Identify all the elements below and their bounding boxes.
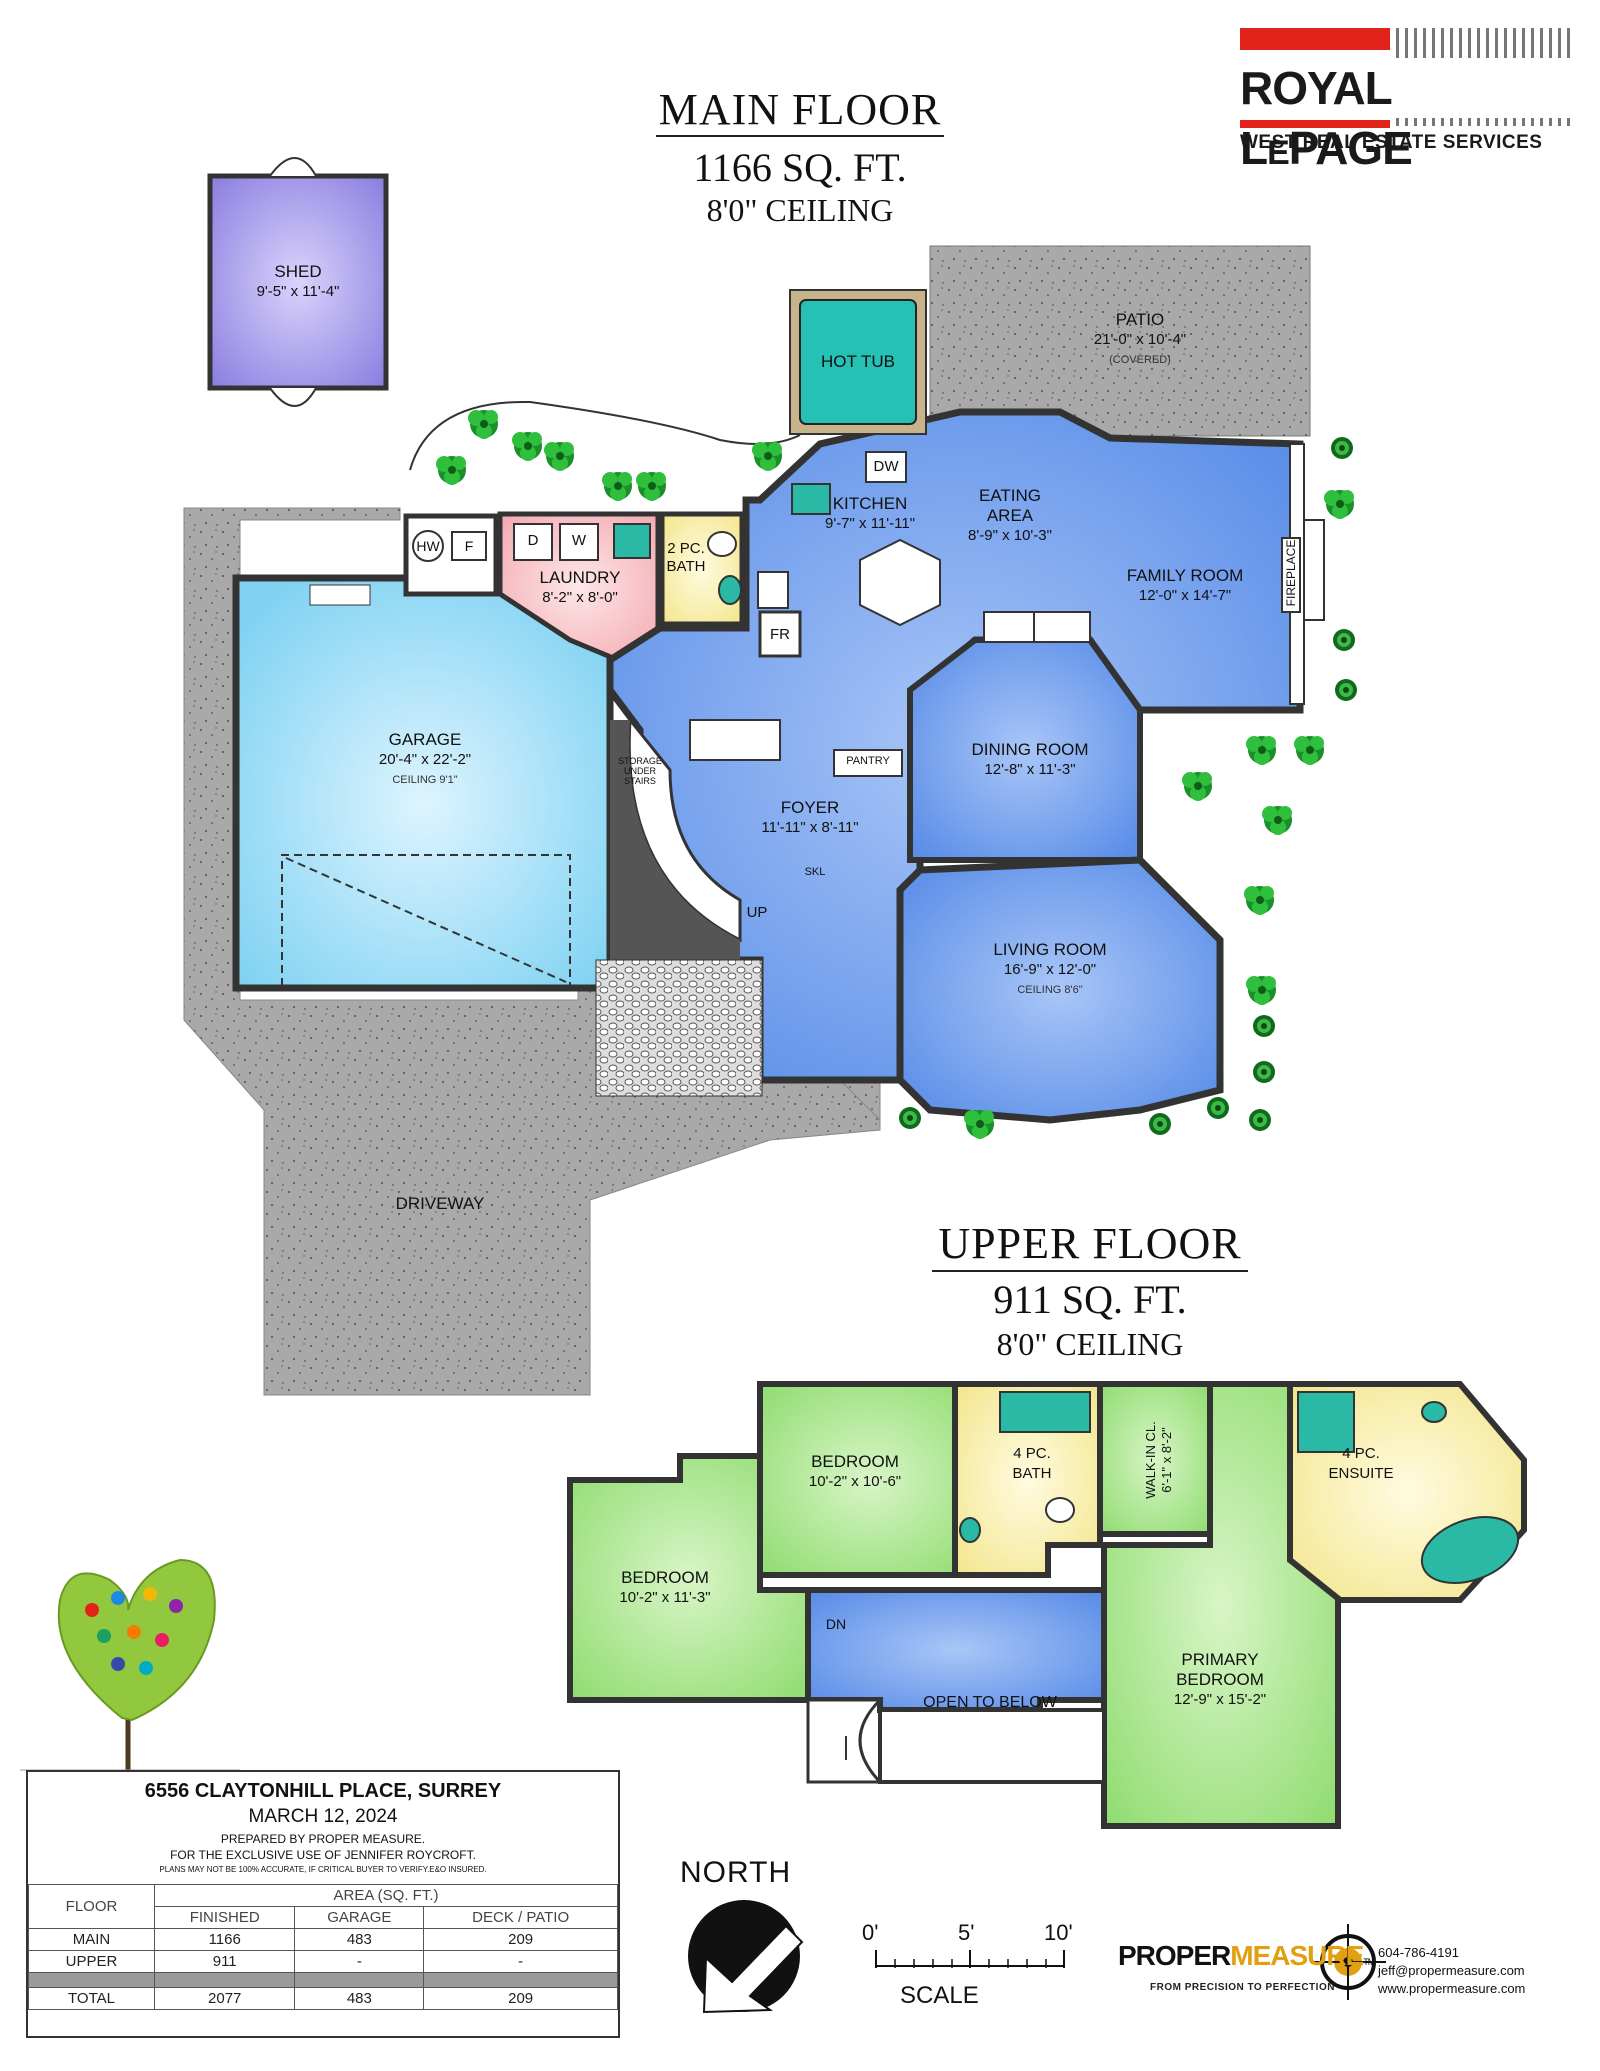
ensuite-label: 4 PC.ENSUITE: [1328, 1445, 1394, 1482]
proper-measure-tagline: FROM PRECISION TO PERFECTION: [1150, 1982, 1335, 1993]
open-to-below: [878, 1708, 1106, 1784]
plan-date: MARCH 12, 2024: [248, 1806, 398, 1827]
stair-up-label: UP: [746, 904, 768, 921]
exclusive-use: FOR THE EXCLUSIVE USE OF JENNIFER ROYCRO…: [170, 1848, 476, 1862]
brand-subtitle: WEST REAL ESTATE SERVICES: [1240, 132, 1543, 153]
hot-tub-label: HOT TUB: [821, 352, 895, 371]
stair-down-label: DN: [825, 1616, 847, 1632]
royal-lepage-logo: ROYAL LEPAGE WEST REAL ESTATE SERVICES: [1240, 28, 1570, 174]
property-info-box: 6556 CLAYTONHILL PLACE, SURREY MARCH 12,…: [26, 1770, 620, 2038]
skylight-label: SKL: [804, 866, 826, 878]
brand-name: ROYAL LEPAGE: [1240, 58, 1570, 174]
dishwasher-label: DW: [873, 458, 899, 475]
proper-measure-contact: 604-786-4191 jeff@propermeasure.com www.…: [1378, 1944, 1525, 1998]
north-label: NORTH: [680, 1856, 792, 1889]
table-row: MAIN 1166 483 209: [28, 1928, 618, 1951]
main-floor-area: 1166 SQ. FT.: [693, 145, 907, 190]
disclaimer: PLANS MAY NOT BE 100% ACCURATE, IF CRITI…: [159, 1865, 487, 1874]
website-text: www.propermeasure.com: [1378, 1981, 1526, 1996]
upper-floor-area: 911 SQ. FT.: [993, 1277, 1187, 1322]
walk-in-closet-label: WALK-IN CL.6'-1" x 8'-2": [1143, 1421, 1174, 1499]
scale-bar: [875, 1950, 1065, 1968]
main-floor-rule: [656, 135, 944, 137]
driveway-label: DRIVEWAY: [395, 1194, 485, 1213]
area-table: FLOOR AREA (SQ. FT.) FINISHED GARAGE DEC…: [28, 1884, 618, 2010]
bedroom-left: [567, 1453, 811, 1703]
prepared-by: PREPARED BY PROPER MEASURE.: [220, 1832, 426, 1846]
fireplace-label: FIREPLACE: [1284, 539, 1298, 607]
upper-hall: [805, 1587, 1107, 1713]
upper-bath-label: 4 PC.BATH: [1012, 1445, 1052, 1482]
fridge-label: FR: [770, 626, 790, 643]
scale-label: SCALE: [900, 1982, 979, 2009]
target-icon: [1310, 1924, 1386, 2000]
living-room: [896, 856, 1224, 1124]
upper-floor-ceiling: 8'0" CEILING: [996, 1326, 1184, 1362]
powder-bath-label: 2 PC.BATH: [666, 540, 706, 575]
table-row: UPPER 911 - -: [28, 1950, 618, 1973]
hot-water-label: HW: [416, 538, 440, 554]
col-area: AREA (SQ. FT.): [154, 1884, 618, 1907]
col-floor: FLOOR: [28, 1884, 155, 1929]
scale-tick-5: 5': [958, 1920, 975, 1945]
tree-logo: [20, 1558, 240, 1771]
col-garage: GARAGE: [294, 1906, 425, 1929]
main-floor-title: MAIN FLOOR: [658, 85, 942, 134]
col-finished: FINISHED: [153, 1906, 296, 1929]
furnace-label: F: [464, 538, 474, 554]
phone-text: 604-786-4191: [1378, 1945, 1459, 1960]
patio-area: [929, 245, 1311, 437]
upper-floor-rule: [932, 1270, 1248, 1272]
walk-in-closet: [1097, 1381, 1213, 1537]
property-address: 6556 CLAYTONHILL PLACE, SURREY: [144, 1780, 502, 1802]
north-arrow: [688, 1900, 804, 2014]
table-row-total: TOTAL 2077 483 209: [28, 1987, 618, 2010]
washer-label: W: [571, 532, 587, 549]
main-floor-ceiling: 8'0" CEILING: [706, 192, 894, 228]
pantry-label: PANTRY: [846, 755, 890, 767]
scale-tick-10: 10': [1044, 1920, 1073, 1945]
email-text: jeff@propermeasure.com: [1378, 1963, 1525, 1978]
dryer-label: D: [527, 532, 539, 549]
scale-tick-0: 0': [862, 1920, 879, 1945]
col-deck: DECK / PATIO: [423, 1906, 618, 1929]
proper-measure-logo: PROPERMEASURETM: [1118, 1940, 1375, 1971]
open-to-below-label: OPEN TO BELOW: [923, 1694, 1057, 1711]
upper-floor-title: UPPER FLOOR: [938, 1219, 1242, 1268]
dining-room: [907, 637, 1143, 863]
